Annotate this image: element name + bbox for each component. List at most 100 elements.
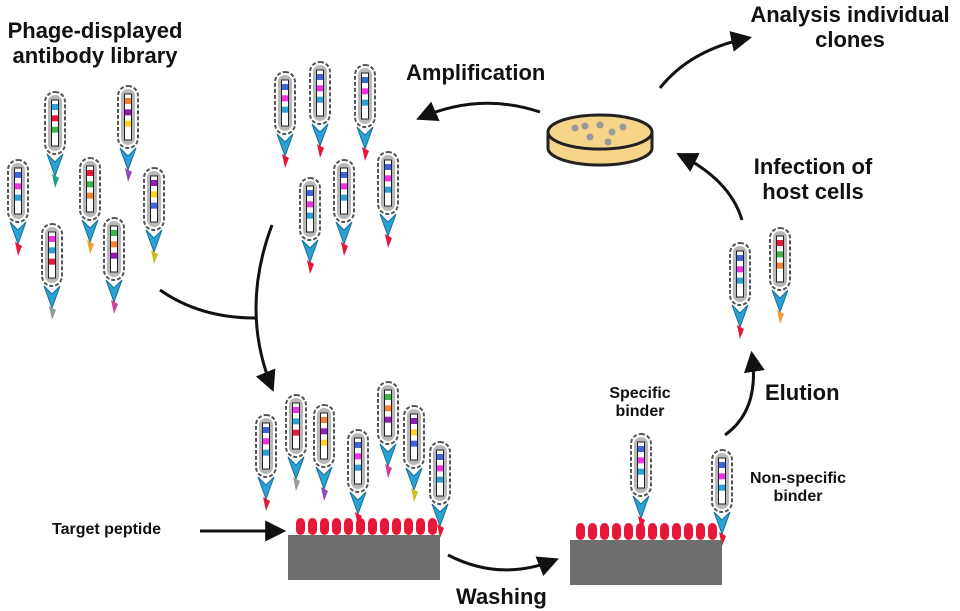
displayed-antibody xyxy=(341,242,348,256)
arrow-amplified-to-binding xyxy=(254,224,276,392)
phage xyxy=(44,91,66,188)
target-peptide xyxy=(308,518,317,535)
phage-tail xyxy=(301,239,319,264)
phage-tail xyxy=(46,153,64,178)
phage-tail xyxy=(431,503,449,528)
target-peptide xyxy=(380,518,389,535)
target-peptide xyxy=(624,523,633,540)
phage xyxy=(117,85,139,182)
phage xyxy=(377,151,399,248)
displayed-antibody xyxy=(282,154,289,168)
displayed-antibody xyxy=(385,234,392,248)
displayed-antibody xyxy=(317,144,324,158)
phage xyxy=(7,159,29,256)
phage xyxy=(377,381,399,478)
target-peptide xyxy=(684,523,693,540)
phage-tail xyxy=(731,304,749,329)
colony-dot xyxy=(619,123,627,131)
displayed-antibody xyxy=(437,524,444,538)
arrow-washing xyxy=(447,553,559,576)
phage xyxy=(309,61,331,158)
target-peptides-right xyxy=(576,523,717,540)
phage xyxy=(313,404,335,501)
phage xyxy=(143,167,165,264)
target-peptide xyxy=(648,523,657,540)
phage xyxy=(103,217,125,314)
arrow-infection-to-dish xyxy=(676,153,744,221)
analysis-label: Analysis individual clones xyxy=(750,2,950,53)
infection-label: Infection of host cells xyxy=(753,154,873,205)
specific-binder-label: Specific binder xyxy=(609,385,671,421)
displayed-antibody xyxy=(777,310,784,324)
displayed-antibody xyxy=(737,325,744,339)
target-surface-left xyxy=(288,518,440,580)
colony-dot xyxy=(608,128,616,136)
target-peptide xyxy=(696,523,705,540)
phage-tail xyxy=(105,279,123,304)
displayed-antibody xyxy=(321,487,328,501)
phage-tail xyxy=(379,443,397,468)
target-peptide xyxy=(404,518,413,535)
phage-tail xyxy=(311,123,329,148)
colony-dot xyxy=(586,133,594,141)
phage-tail xyxy=(335,221,353,246)
phage-tail xyxy=(349,491,367,516)
petri-dish xyxy=(546,113,654,167)
phage xyxy=(354,64,376,161)
displayed-antibody xyxy=(263,497,270,511)
arrow-dish-to-amplification xyxy=(416,101,541,121)
phage xyxy=(403,405,425,502)
phage-tail xyxy=(405,467,423,492)
phage xyxy=(347,429,369,526)
arrow-dish-to-analysis xyxy=(658,31,753,89)
displayed-antibody xyxy=(52,174,59,188)
bound-phages xyxy=(255,381,451,538)
displayed-antibody xyxy=(49,306,56,320)
phage xyxy=(630,433,652,530)
colony-dot xyxy=(596,121,604,129)
phage xyxy=(79,157,101,254)
phage-tail xyxy=(81,219,99,244)
displayed-antibody xyxy=(15,242,22,256)
arrow-library-to-binding xyxy=(159,288,256,320)
library-label: Phage-displayed antibody library xyxy=(7,18,183,69)
target-peptide xyxy=(392,518,401,535)
displayed-antibody xyxy=(362,147,369,161)
phage xyxy=(41,223,63,320)
phage xyxy=(285,394,307,491)
target-peptide xyxy=(344,518,353,535)
target-peptide xyxy=(356,518,365,535)
colony-dot xyxy=(581,122,589,130)
target-peptide xyxy=(368,518,377,535)
target-peptide xyxy=(612,523,621,540)
washed-phages xyxy=(630,433,733,546)
phage xyxy=(729,242,751,339)
target-peptide-label: Target peptide xyxy=(52,521,162,538)
target-peptide xyxy=(332,518,341,535)
phage-tail xyxy=(771,289,789,314)
phage xyxy=(769,227,791,324)
eluted-phages xyxy=(729,227,791,339)
displayed-antibody xyxy=(411,488,418,502)
arrow-elution xyxy=(724,350,765,437)
phage-tail xyxy=(356,126,374,151)
phage xyxy=(255,414,277,511)
library-phages xyxy=(7,85,165,320)
phage-tail xyxy=(43,285,61,310)
phage xyxy=(274,71,296,168)
target-peptide xyxy=(708,523,717,540)
target-peptide xyxy=(416,518,425,535)
target-peptide xyxy=(660,523,669,540)
target-peptide xyxy=(600,523,609,540)
target-peptide xyxy=(296,518,305,535)
washing-label: Washing xyxy=(456,584,547,609)
phage-tail xyxy=(287,456,305,481)
phage-tail xyxy=(379,213,397,238)
elution-label: Elution xyxy=(765,380,840,405)
amplified-phages xyxy=(274,61,399,274)
displayed-antibody xyxy=(111,300,118,314)
target-surface-right xyxy=(570,523,722,585)
displayed-antibody xyxy=(293,477,300,491)
phage-tail xyxy=(257,476,275,501)
